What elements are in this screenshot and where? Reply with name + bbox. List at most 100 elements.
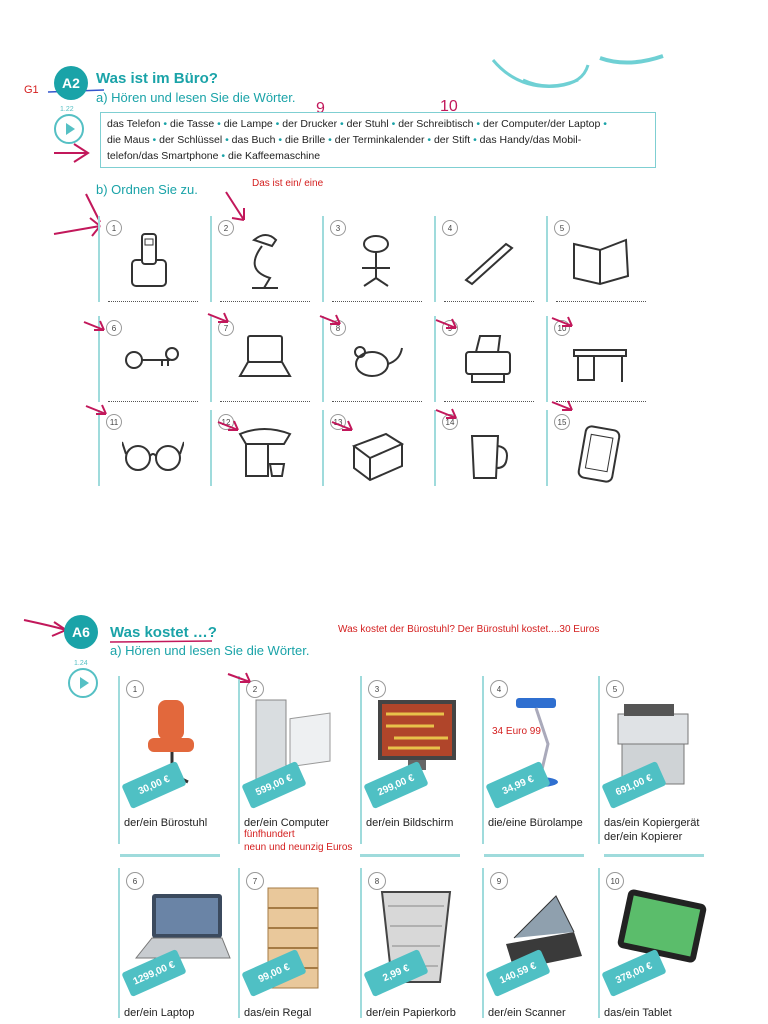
mouse-icon (354, 346, 403, 377)
product-label: das/ein Kopiergerät der/ein Kopierer (604, 816, 714, 844)
product-label-line: der/ein Bürostuhl (124, 817, 208, 829)
image-cell: 1 (98, 216, 202, 302)
a2-subtitle-b: b) Ordnen Sie zu. (96, 182, 198, 197)
pen-arrow-icon (319, 314, 341, 325)
pen-underline (109, 640, 213, 643)
answer-line[interactable] (556, 401, 646, 402)
telephone-icon (131, 233, 167, 287)
image-cell: 6 (98, 316, 202, 402)
item-number: 6 (126, 872, 144, 890)
answer-line[interactable] (108, 401, 198, 402)
image-cell: 2 (210, 216, 314, 302)
separator-dot-icon: • (160, 118, 171, 130)
answer-line[interactable] (556, 301, 646, 302)
row-separator (484, 854, 584, 857)
teacup-decoration (491, 54, 664, 88)
product-label-line: der/ein Laptop (124, 1007, 195, 1019)
audio-play-icon[interactable] (68, 668, 98, 698)
product-label: der/ein Laptop (124, 1006, 234, 1020)
product-label-line: das/ein Kopiergerät (604, 817, 700, 829)
word-item: das Buch (231, 134, 276, 146)
item-number: 2 (246, 680, 264, 698)
pen-arrow-icon (207, 312, 229, 323)
image-cell: 13 (322, 410, 426, 486)
handwritten-9: 9 (316, 100, 325, 117)
office-chair-icon (148, 700, 194, 784)
product-label-line: das/ein Tablet (604, 1007, 672, 1019)
question-annotation: Was kostet der Bürostuhl? Der Bürostuhl … (338, 624, 600, 635)
answer-line[interactable] (444, 401, 534, 402)
word-item: die Maus (107, 134, 150, 146)
image-cell: 11 (98, 410, 202, 486)
word-item: die Tasse (170, 118, 215, 130)
product-label-line: der/ein Bildschirm (366, 817, 454, 829)
product-label-line: die/eine Bürolampe (488, 817, 583, 829)
word-item: der Stuhl (346, 118, 389, 130)
product-label: der/ein Papierkorb (366, 1006, 476, 1020)
a2-subtitle-a: a) Hören und lesen Sie die Wörter. (96, 90, 296, 105)
item-number: 1 (126, 680, 144, 698)
word-item: der Stift (433, 134, 471, 146)
item-number: 4 (490, 680, 508, 698)
book-icon (351, 432, 405, 482)
answer-line[interactable] (220, 401, 310, 402)
item-number: 15 (554, 414, 570, 430)
pen-arrow-icon (85, 404, 107, 415)
word-line-2: die Maus • der Schlüssel • das Buch • di… (107, 132, 649, 148)
pen-arrow-icon (217, 420, 239, 431)
image-cell: 15 (546, 410, 650, 486)
answer-line[interactable] (220, 301, 310, 302)
word-item: der Drucker (282, 118, 338, 130)
a6-title: Was kostet …? (110, 624, 217, 641)
product-label-line: der/ein Scanner (488, 1007, 566, 1019)
separator-dot-icon: • (473, 118, 484, 130)
separator-dot-icon: • (272, 118, 283, 130)
audio-track-label: 1.22 (60, 106, 74, 113)
product-label: der/ein Bürostuhl (124, 816, 234, 830)
separator-dot-icon: • (337, 118, 347, 130)
separator-dot-icon: • (600, 118, 607, 130)
row-separator (120, 854, 220, 857)
item-number: 11 (106, 414, 122, 430)
answer-line[interactable] (444, 301, 534, 302)
answer-line[interactable] (332, 401, 422, 402)
word-item: die Kaffeemaschine (228, 150, 321, 162)
pen-arrow-icon (23, 619, 67, 637)
item-number: 6 (106, 320, 122, 336)
image-cell: 3 (322, 216, 426, 302)
separator-dot-icon: • (222, 134, 232, 146)
laptop-icon (238, 335, 292, 377)
item-number: 3 (368, 680, 386, 698)
answer-line[interactable] (108, 301, 198, 302)
audio-play-icon[interactable] (54, 114, 84, 144)
word-line-3: telefon/das Smartphone • die Kaffeemasch… (107, 148, 649, 164)
product-label-line: der/ein Kopierer (604, 831, 683, 843)
answer-line[interactable] (332, 301, 422, 302)
image-cell: 4 (434, 216, 538, 302)
separator-dot-icon: • (470, 134, 480, 146)
image-cell: 7 (210, 316, 314, 402)
item-number: 5 (554, 220, 570, 236)
item-number: 7 (246, 872, 264, 890)
pen-icon (464, 242, 514, 286)
item-number: 1 (106, 220, 122, 236)
item-number: 2 (218, 220, 234, 236)
separator-dot-icon: • (325, 134, 335, 146)
product-label-line: das/ein Regal (244, 1007, 312, 1019)
word-item: der Schreibtisch (398, 118, 474, 130)
item-number: 8 (368, 872, 386, 890)
item-number: 4 (442, 220, 458, 236)
lamp-price-annotation: 34 Euro 99 (492, 726, 541, 737)
product-label: der/ein Scanner (488, 1006, 598, 1020)
word-item: der Terminkalender (334, 134, 425, 146)
word-line-1: das Telefon • die Tasse • die Lampe • de… (107, 116, 649, 132)
row-separator (604, 854, 704, 857)
separator-dot-icon: • (388, 118, 399, 130)
das-ist-annotation: Das ist ein/ eine (252, 178, 324, 189)
word-item: telefon/das Smartphone (107, 150, 219, 162)
product-label: das/ein Regal (244, 1006, 354, 1020)
